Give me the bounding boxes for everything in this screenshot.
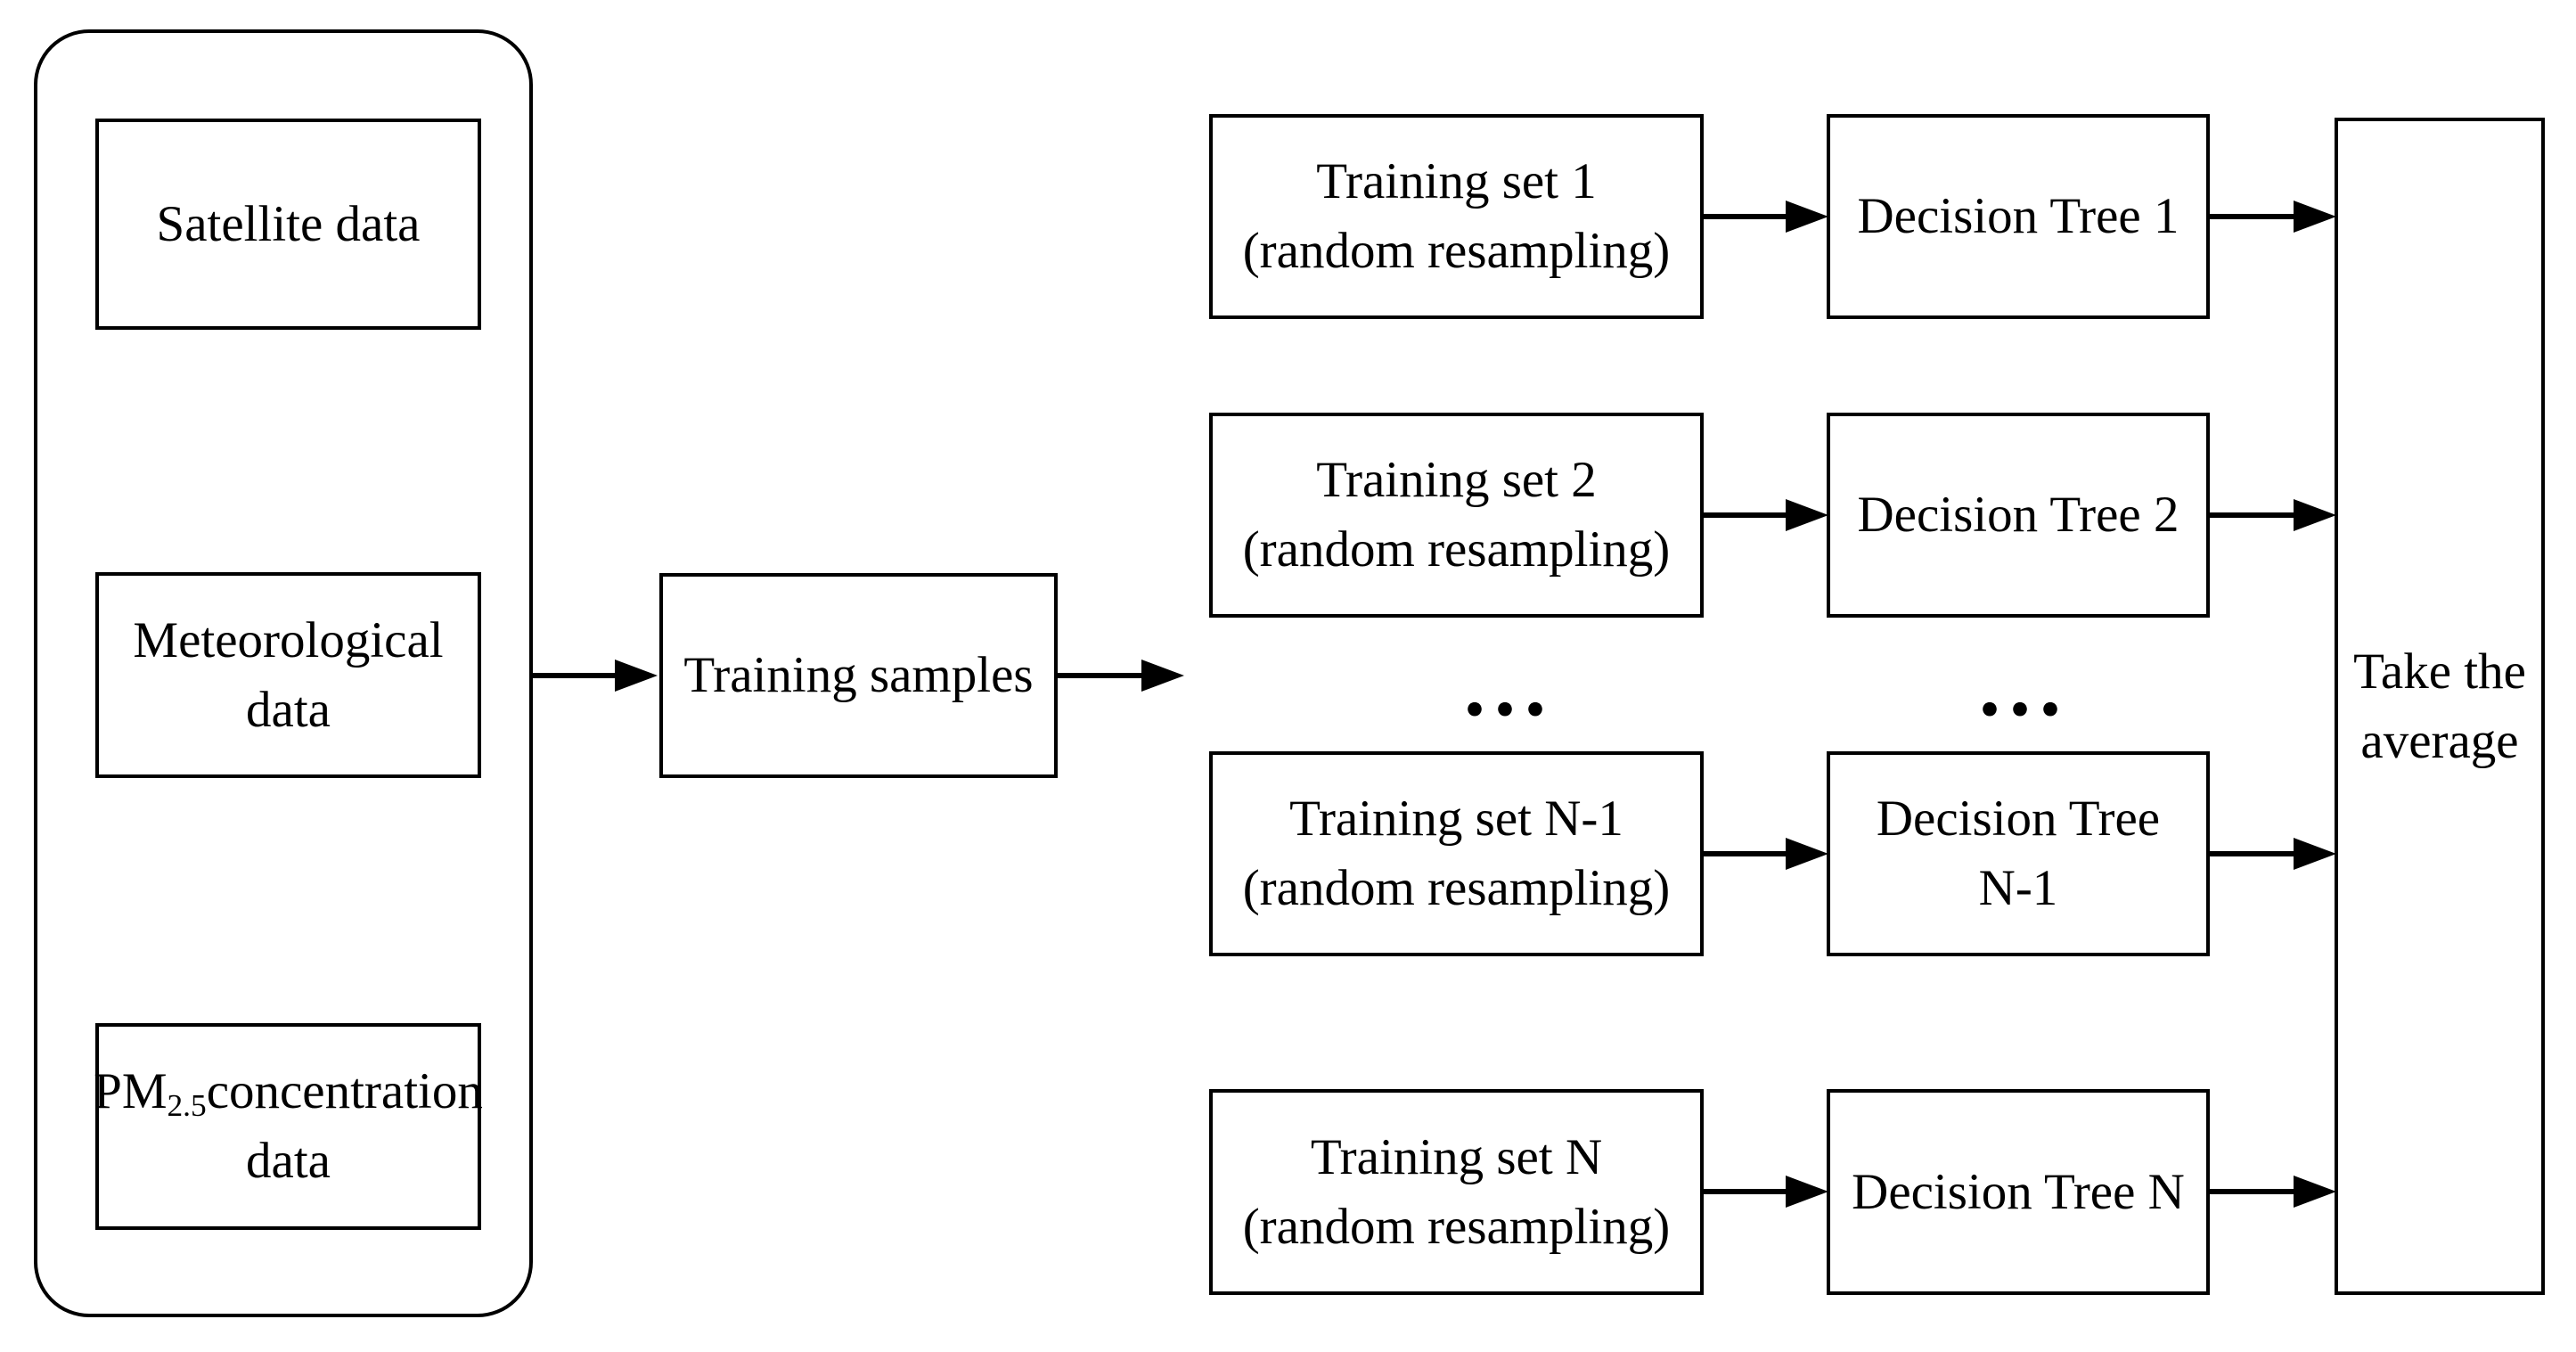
decision-tree-2-box: Decision Tree 2 (1827, 413, 2210, 618)
meteorological-data-box: Meteorological data (95, 572, 481, 778)
decision-trees-ellipsis: ... (1979, 638, 2070, 733)
arrow-training-set-n-minus-1-to-tree-n-minus-1 (1704, 838, 1828, 870)
pm25-concentration-data-label: PM2.5concentration data (94, 1057, 483, 1196)
arrow-shaft (1704, 512, 1789, 518)
decision-tree-n-minus-1-label: Decision Tree N-1 (1876, 791, 2161, 916)
arrow-head-icon (1786, 838, 1828, 870)
decision-tree-n-box: Decision Tree N (1827, 1089, 2210, 1295)
training-set-n-minus-1-box: Training set N-1 (random resampling) (1209, 751, 1704, 956)
arrow-shaft (2210, 851, 2297, 856)
training-sets-ellipsis: ... (1464, 638, 1555, 733)
arrow-shaft (2210, 1189, 2297, 1194)
arrow-head-icon (2294, 201, 2336, 233)
pm-suffix: concentration data (206, 1063, 483, 1189)
pm-prefix: PM (94, 1063, 168, 1119)
arrow-head-icon (615, 660, 658, 692)
arrow-head-icon (1786, 1176, 1828, 1208)
arrow-training-set-1-to-tree-1 (1704, 201, 1828, 233)
arrow-tree-2-to-average (2210, 499, 2336, 531)
training-samples-label: Training samples (683, 647, 1034, 703)
take-the-average-label: Take the average (2353, 643, 2526, 769)
training-set-2-box: Training set 2 (random resampling) (1209, 413, 1704, 618)
arrow-training-set-n-to-tree-n (1704, 1176, 1828, 1208)
take-the-average-box: Take the average (2335, 118, 2545, 1295)
arrow-shaft (2210, 512, 2297, 518)
arrow-head-icon (1786, 499, 1828, 531)
training-set-n-minus-1-label: Training set N-1 (random resampling) (1242, 791, 1671, 916)
training-set-n-label: Training set N (random resampling) (1242, 1128, 1671, 1255)
arrow-inputs-to-training-samples (533, 660, 658, 692)
arrow-training-set-2-to-tree-2 (1704, 499, 1828, 531)
arrow-shaft (1704, 1189, 1789, 1194)
arrow-head-icon (2294, 1176, 2336, 1208)
arrow-tree-n-to-average (2210, 1176, 2336, 1208)
arrow-shaft (2210, 214, 2297, 219)
arrow-head-icon (2294, 499, 2336, 531)
arrow-head-icon (1786, 201, 1828, 233)
arrow-tree-1-to-average (2210, 201, 2336, 233)
arrow-tree-n-minus-1-to-average (2210, 838, 2336, 870)
training-set-1-label: Training set 1 (random resampling) (1242, 153, 1671, 279)
arrow-head-icon (2294, 838, 2336, 870)
decision-tree-n-minus-1-box: Decision Tree N-1 (1827, 751, 2210, 956)
decision-tree-2-label: Decision Tree 2 (1857, 487, 2179, 543)
meteorological-data-label: Meteorological data (133, 611, 444, 738)
satellite-data-label: Satellite data (156, 195, 421, 252)
arrow-shaft (533, 673, 618, 678)
decision-tree-1-box: Decision Tree 1 (1827, 114, 2210, 319)
arrow-head-icon (1141, 660, 1184, 692)
training-samples-box: Training samples (659, 573, 1058, 778)
arrow-shaft (1704, 214, 1789, 219)
arrow-shaft (1058, 673, 1145, 678)
training-set-2-label: Training set 2 (random resampling) (1242, 452, 1671, 578)
decision-tree-1-label: Decision Tree 1 (1857, 188, 2179, 244)
decision-tree-n-label: Decision Tree N (1852, 1163, 2185, 1220)
training-set-n-box: Training set N (random resampling) (1209, 1089, 1704, 1295)
pm25-concentration-data-box: PM2.5concentration data (94, 1023, 483, 1230)
satellite-data-box: Satellite data (95, 119, 481, 330)
training-set-1-box: Training set 1 (random resampling) (1209, 114, 1704, 319)
arrow-shaft (1704, 851, 1789, 856)
pm-subscript: 2.5 (167, 1087, 207, 1123)
arrow-training-samples-to-ensemble (1058, 660, 1184, 692)
